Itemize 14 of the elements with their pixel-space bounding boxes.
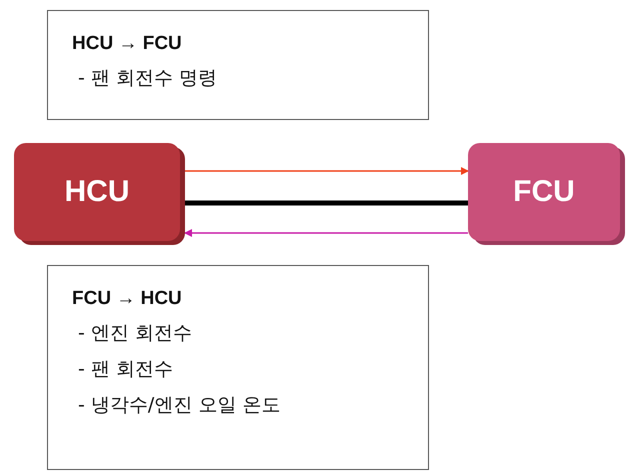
message-item: - 팬 회전수 명령 (77, 66, 218, 91)
unit-label: FCU (513, 175, 575, 209)
arrow (184, 229, 468, 237)
message-heading: FCU → HCU (72, 288, 183, 310)
message-item: - 엔진 회전수 (77, 321, 193, 346)
message-box (47, 265, 429, 470)
message-item: - 냉각수/엔진 오일 온도 (77, 393, 282, 418)
message-heading: HCU → FCU (72, 33, 183, 55)
unit-box (14, 143, 180, 241)
unit-label: HCU (64, 175, 130, 209)
unit-box (468, 143, 620, 241)
message-box (47, 10, 429, 120)
arrow (185, 167, 469, 175)
message-item: - 팬 회전수 (77, 357, 174, 382)
